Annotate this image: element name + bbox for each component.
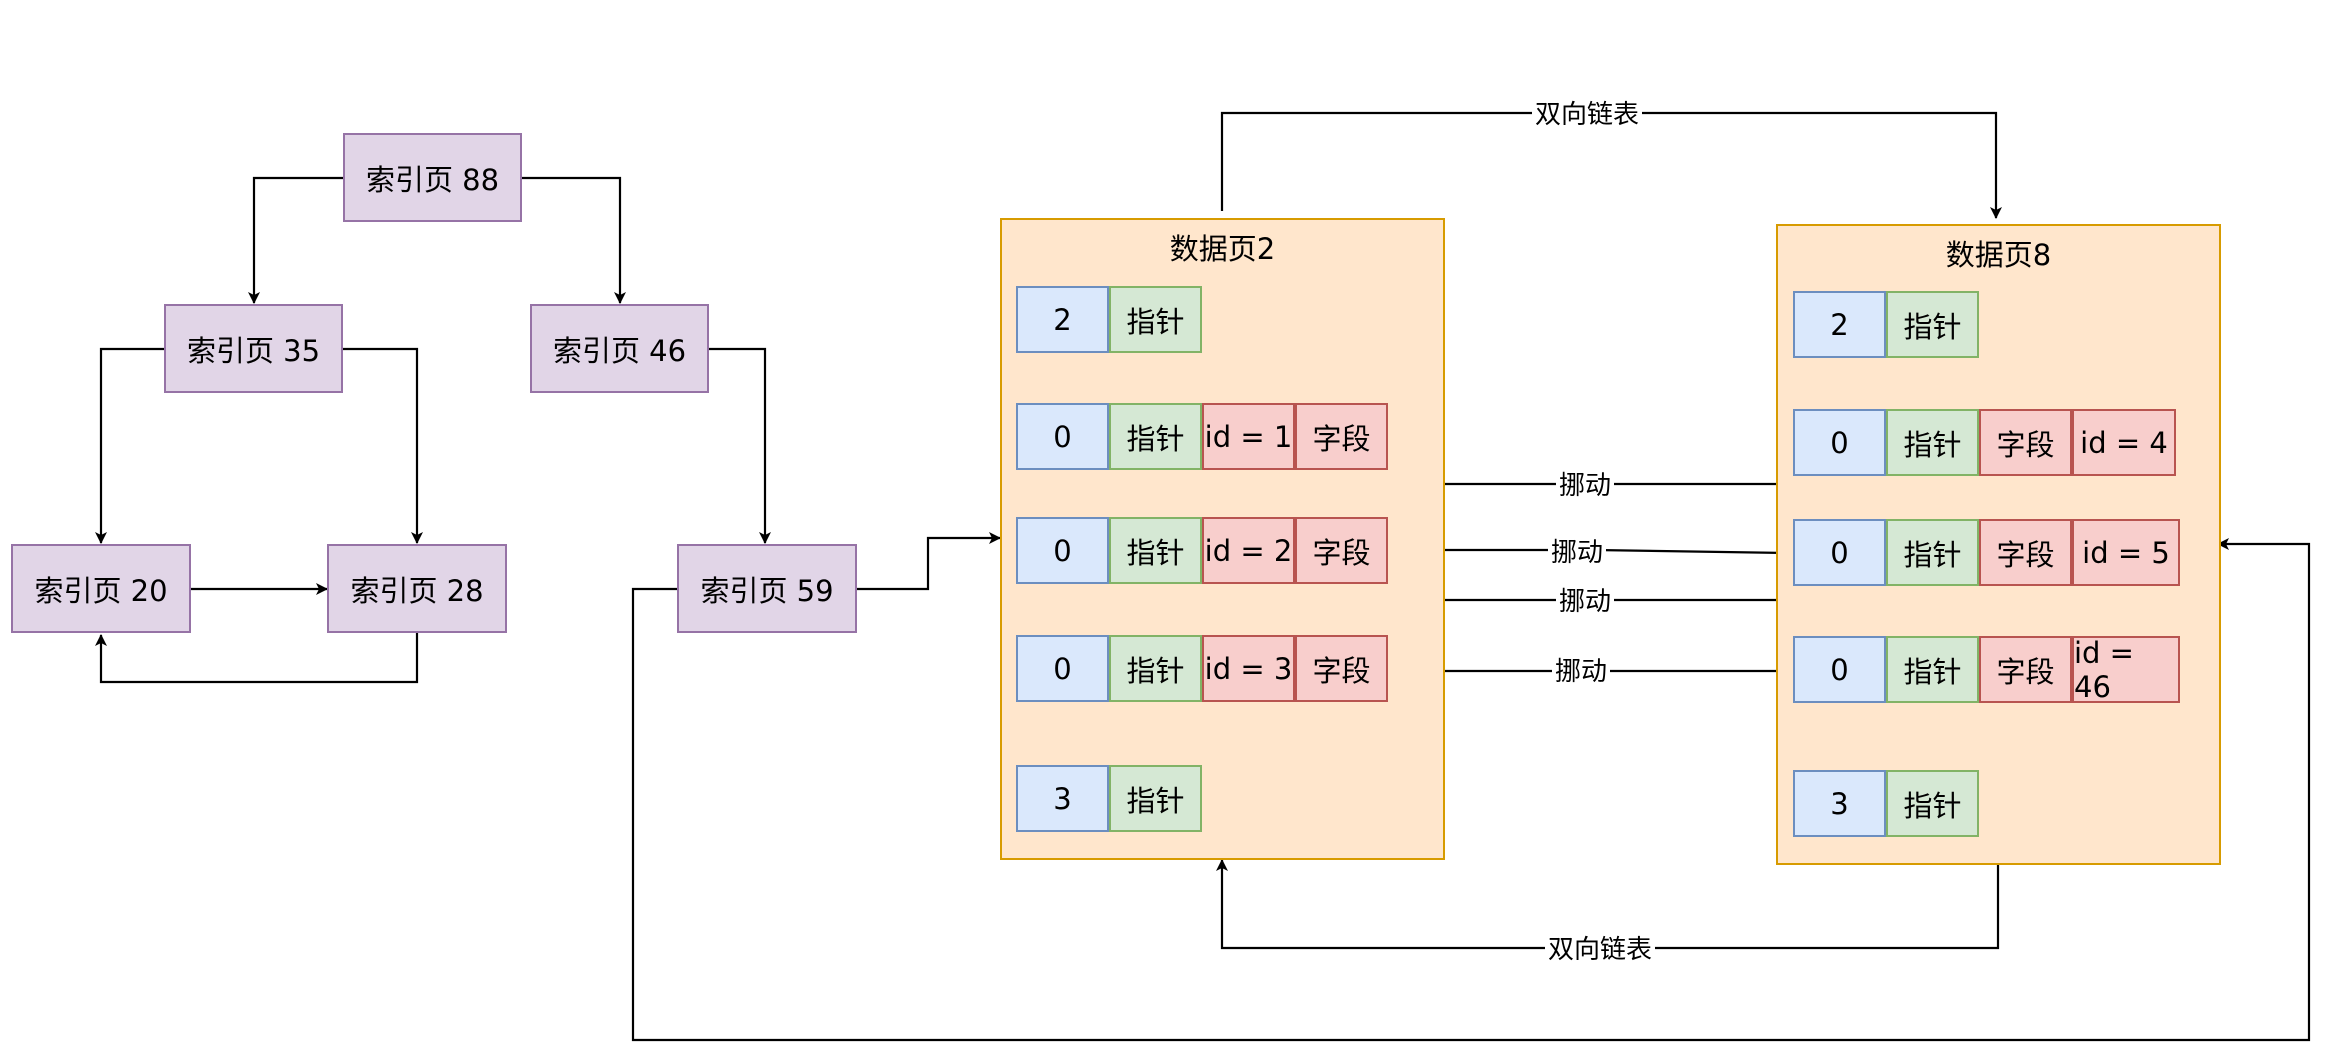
edge-88-46 [522, 176, 626, 304]
label-move-2: 挪动 [1547, 540, 1607, 566]
index-page-35: 索引页 35 [164, 304, 343, 393]
p8-r2-field: 字段 [1979, 409, 2072, 476]
p2-r2-pointer: 指针 [1109, 403, 1202, 470]
edge-59-page2 [855, 532, 1001, 591]
p8-r5-pointer: 指针 [1886, 770, 1979, 837]
p8-r3-num: 0 [1793, 519, 1886, 586]
index-page-59: 索引页 59 [677, 544, 857, 633]
index-page-28: 索引页 28 [327, 544, 507, 633]
p8-r3-field: 字段 [1979, 519, 2072, 586]
data-page-8-title: 数据页8 [1945, 238, 2052, 272]
p2-r5-num: 3 [1016, 765, 1109, 832]
p8-r1-num: 2 [1793, 291, 1886, 358]
p2-r2-num: 0 [1016, 403, 1109, 470]
p8-r2-pointer: 指针 [1886, 409, 1979, 476]
p2-r1-pointer: 指针 [1109, 286, 1202, 353]
edge-59-page8 [631, 538, 2311, 1042]
p8-r5-num: 3 [1793, 770, 1886, 837]
p8-r2-num: 0 [1793, 409, 1886, 476]
edge-28-20 [95, 633, 419, 684]
index-page-88: 索引页 88 [343, 133, 522, 222]
label-doubly-linked-bottom: 双向链表 [1544, 937, 1656, 963]
p8-r2-id: id = 4 [2072, 409, 2176, 476]
p2-r3-pointer: 指针 [1109, 517, 1202, 584]
p2-r3-field: 字段 [1295, 517, 1388, 584]
p2-r2-id: id = 1 [1202, 403, 1295, 470]
index-page-46: 索引页 46 [530, 304, 709, 393]
label-move-4: 挪动 [1551, 659, 1611, 685]
p2-r4-num: 0 [1016, 635, 1109, 702]
p2-r3-id: id = 2 [1202, 517, 1295, 584]
edge-46-59 [708, 347, 771, 544]
p2-r1-num: 2 [1016, 286, 1109, 353]
edge-35-28 [343, 347, 423, 544]
edge-35-20 [95, 347, 164, 544]
p8-r3-id: id = 5 [2072, 519, 2180, 586]
p2-r2-field: 字段 [1295, 403, 1388, 470]
label-move-1: 挪动 [1555, 473, 1615, 499]
p2-r4-field: 字段 [1295, 635, 1388, 702]
p2-r4-id: id = 3 [1202, 635, 1295, 702]
label-doubly-linked-top: 双向链表 [1531, 102, 1643, 128]
p8-r4-id: id = 46 [2072, 636, 2180, 704]
p8-r1-pointer: 指针 [1886, 291, 1979, 358]
p2-r3-num: 0 [1016, 517, 1109, 584]
p8-r4-num: 0 [1793, 636, 1886, 703]
p8-r4-field: 字段 [1979, 636, 2072, 703]
index-page-20: 索引页 20 [11, 544, 191, 633]
p8-r4-pointer: 指针 [1886, 636, 1979, 703]
data-page-2-title: 数据页2 [1169, 232, 1276, 266]
p8-r3-pointer: 指针 [1886, 519, 1979, 586]
p2-r5-pointer: 指针 [1109, 765, 1202, 832]
p2-r4-pointer: 指针 [1109, 635, 1202, 702]
label-move-3: 挪动 [1555, 589, 1615, 615]
edge-88-35 [248, 176, 343, 304]
